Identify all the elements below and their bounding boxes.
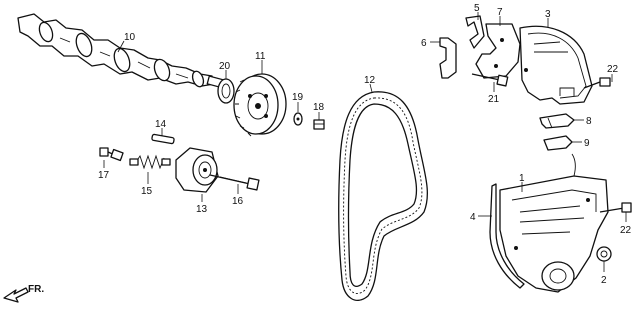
bolt-22-top [583, 77, 611, 89]
callout-oil-seal: 20 [219, 61, 231, 72]
bolt-17 [99, 147, 124, 162]
seal-4 [489, 183, 525, 289]
callout-upper-cover: 3 [545, 9, 551, 20]
callout-cam-pulley: 11 [255, 51, 266, 62]
callout-gasket-6: 6 [421, 38, 427, 49]
plug [596, 246, 612, 262]
callout-washer: 19 [292, 92, 304, 103]
callout-plug: 2 [601, 275, 607, 286]
callout-bolt-22-bottom: 22 [620, 225, 632, 236]
callout-bolt-17: 17 [98, 170, 110, 181]
callout-timing-belt: 12 [364, 75, 376, 86]
callout-bolt-22-top: 22 [607, 64, 619, 75]
tensioner [175, 147, 219, 193]
washer [293, 112, 303, 126]
callout-clip-8: 8 [586, 116, 592, 127]
front-label: FR. [28, 284, 44, 295]
lower-cover [499, 153, 609, 293]
pin [151, 133, 175, 145]
bolt-16 [209, 174, 260, 191]
callout-bolt-16: 16 [232, 196, 244, 207]
callout-bolt-21: 21 [488, 94, 500, 105]
spring [129, 154, 171, 170]
bolt-22-bottom [599, 202, 632, 213]
camshaft [17, 13, 226, 89]
upper-cover [519, 25, 593, 105]
timing-belt [338, 91, 428, 301]
gasket-6 [439, 37, 457, 79]
callout-bracket-5: 5 [474, 3, 480, 14]
callout-bolt-18: 18 [313, 102, 325, 113]
bolt-18 [313, 119, 325, 130]
clip-8 [539, 113, 575, 129]
callout-tensioner: 13 [196, 204, 208, 215]
callout-spring: 15 [141, 186, 153, 197]
cam-pulley [233, 73, 287, 137]
callout-lower-cover: 1 [519, 173, 525, 184]
bolt-21 [471, 73, 509, 87]
callout-pin: 14 [155, 119, 167, 130]
callout-bracket-7: 7 [497, 7, 503, 18]
bracket-7 [475, 23, 521, 79]
clip-9 [543, 135, 573, 151]
bracket-5 [465, 15, 485, 49]
front-direction-arrow: FR. [3, 284, 44, 303]
callout-camshaft: 10 [124, 32, 136, 43]
callout-seal-4: 4 [470, 212, 476, 223]
oil-seal [217, 78, 235, 104]
callout-clip-9: 9 [584, 138, 590, 149]
